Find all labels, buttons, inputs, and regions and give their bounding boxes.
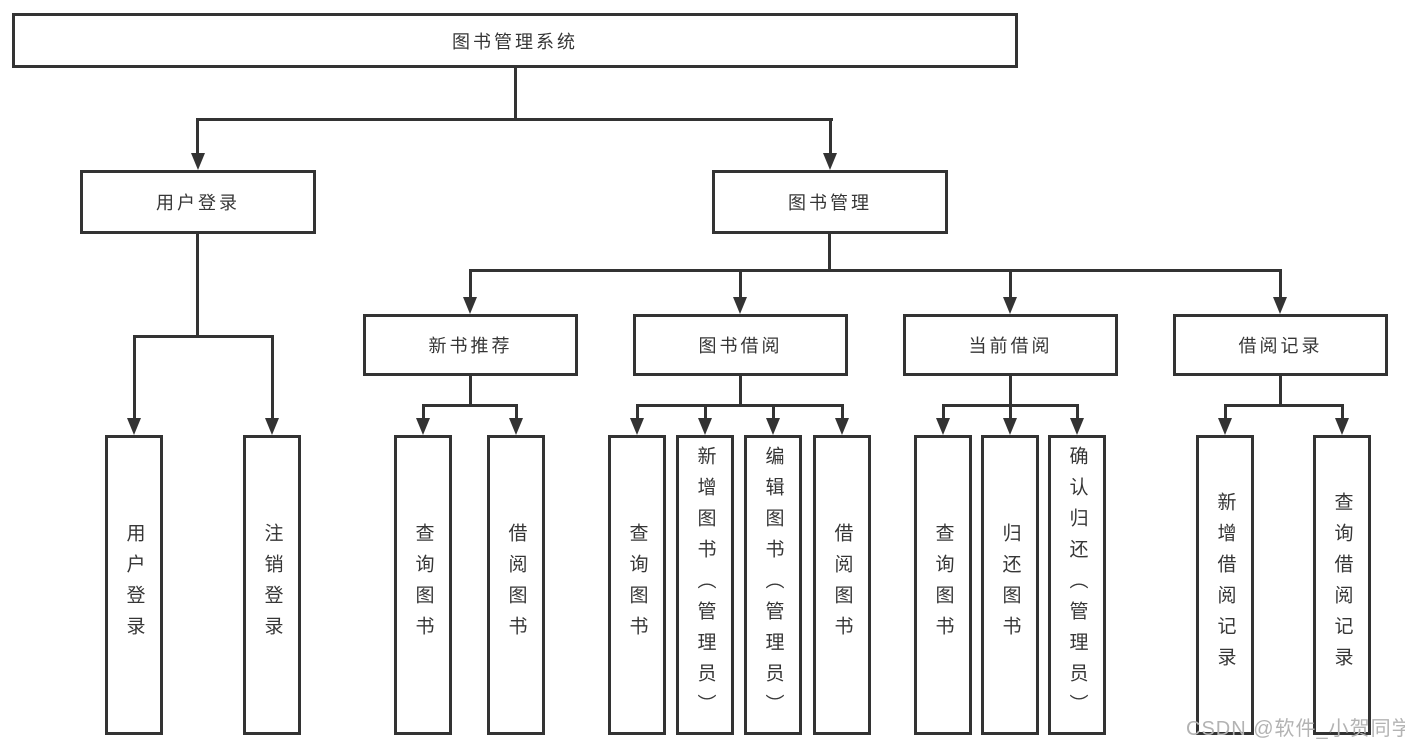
connector-record-drop-1 (1224, 404, 1227, 419)
connector-borrow-drop-1 (636, 404, 639, 419)
leaf-query-borrow-record-label: 查询借阅记录 (1331, 492, 1353, 678)
connector-user-login-stem (196, 234, 199, 338)
node-borrow-record-label: 借阅记录 (1238, 336, 1323, 356)
arrowhead-icon (1218, 418, 1232, 435)
node-user-login-label: 用户登录 (156, 193, 240, 213)
node-borrow-record: 借阅记录 (1173, 314, 1388, 376)
connector-book-mgmt-drop-3 (1009, 269, 1012, 299)
connector-user-login-drop-2 (271, 335, 274, 419)
leaf-borrow-book: 借阅图书 (813, 435, 871, 735)
connector-borrow-drop-4 (841, 404, 844, 419)
leaf-edit-book-admin-label: 编辑图书（管理员） (762, 445, 784, 725)
leaf-add-book-admin: 新增图书（管理员） (676, 435, 734, 735)
leaf-query-book-recommend-label: 查询图书 (412, 523, 434, 647)
node-book-borrow: 图书借阅 (633, 314, 848, 376)
connector-current-drop-3 (1076, 404, 1079, 419)
connector-book-mgmt-drop-1 (469, 269, 472, 299)
leaf-borrow-book-recommend-label: 借阅图书 (505, 523, 527, 647)
connector-root-drop-left (196, 118, 199, 155)
leaf-confirm-return-admin: 确认归还（管理员） (1048, 435, 1106, 735)
leaf-borrow-book-recommend: 借阅图书 (487, 435, 545, 735)
connector-record-stem (1279, 376, 1282, 407)
connector-current-drop-2 (1009, 404, 1012, 419)
arrowhead-icon (733, 297, 747, 314)
node-current-borrow-label: 当前借阅 (968, 336, 1053, 356)
arrowhead-icon (1273, 297, 1287, 314)
leaf-query-book-current: 查询图书 (914, 435, 972, 735)
node-user-login: 用户登录 (80, 170, 316, 234)
connector-book-mgmt-stem (828, 234, 831, 272)
connector-recommend-hbar (422, 404, 518, 407)
leaf-borrow-book-label: 借阅图书 (831, 523, 853, 647)
node-new-book-recommend: 新书推荐 (363, 314, 578, 376)
connector-book-mgmt-drop-4 (1279, 269, 1282, 299)
connector-book-mgmt-hbar (469, 269, 1282, 272)
arrowhead-icon (1070, 418, 1084, 435)
node-book-management: 图书管理 (712, 170, 948, 234)
connector-borrow-hbar (636, 404, 844, 407)
node-book-borrow-label: 图书借阅 (698, 336, 783, 356)
connector-recommend-stem (469, 376, 472, 407)
connector-borrow-drop-3 (772, 404, 775, 419)
arrowhead-icon (463, 297, 477, 314)
arrowhead-icon (265, 418, 279, 435)
leaf-query-borrow-record: 查询借阅记录 (1313, 435, 1371, 735)
leaf-user-login: 用户登录 (105, 435, 163, 735)
connector-borrow-stem (739, 376, 742, 407)
connector-current-stem (1009, 376, 1012, 407)
arrowhead-icon (630, 418, 644, 435)
arrowhead-icon (416, 418, 430, 435)
connector-recommend-drop-1 (422, 404, 425, 419)
connector-record-drop-2 (1341, 404, 1344, 419)
leaf-add-borrow-record: 新增借阅记录 (1196, 435, 1254, 735)
leaf-query-book-borrow-label: 查询图书 (626, 523, 648, 647)
leaf-query-book-borrow: 查询图书 (608, 435, 666, 735)
arrowhead-icon (191, 153, 205, 170)
connector-record-hbar (1224, 404, 1344, 407)
connector-root-hbar (196, 118, 833, 121)
connector-borrow-drop-2 (704, 404, 707, 419)
node-root-library-system: 图书管理系统 (12, 13, 1018, 68)
leaf-query-book-recommend: 查询图书 (394, 435, 452, 735)
leaf-confirm-return-admin-label: 确认归还（管理员） (1066, 445, 1088, 725)
connector-root-drop-right (829, 118, 832, 155)
connector-root-stem (514, 68, 517, 121)
connector-current-drop-1 (942, 404, 945, 419)
node-root-label: 图书管理系统 (452, 31, 578, 52)
arrowhead-icon (823, 153, 837, 170)
csdn-watermark: CSDN @软件_小贺同学 (1186, 718, 1405, 740)
arrowhead-icon (1335, 418, 1349, 435)
arrowhead-icon (1003, 297, 1017, 314)
leaf-edit-book-admin: 编辑图书（管理员） (744, 435, 802, 735)
leaf-return-book: 归还图书 (981, 435, 1039, 735)
connector-recommend-drop-2 (515, 404, 518, 419)
connector-user-login-hbar (133, 335, 274, 338)
arrowhead-icon (936, 418, 950, 435)
leaf-return-book-label: 归还图书 (999, 523, 1021, 647)
arrowhead-icon (835, 418, 849, 435)
connector-user-login-drop-1 (133, 335, 136, 419)
node-current-borrow: 当前借阅 (903, 314, 1118, 376)
arrowhead-icon (1003, 418, 1017, 435)
leaf-logout-label: 注销登录 (261, 523, 283, 647)
leaf-add-book-admin-label: 新增图书（管理员） (694, 445, 716, 725)
leaf-logout: 注销登录 (243, 435, 301, 735)
node-book-management-label: 图书管理 (788, 193, 872, 213)
arrowhead-icon (766, 418, 780, 435)
connector-book-mgmt-drop-2 (739, 269, 742, 299)
leaf-query-book-current-label: 查询图书 (932, 523, 954, 647)
arrowhead-icon (509, 418, 523, 435)
leaf-user-login-label: 用户登录 (123, 523, 145, 647)
arrowhead-icon (127, 418, 141, 435)
leaf-add-borrow-record-label: 新增借阅记录 (1214, 492, 1236, 678)
arrowhead-icon (698, 418, 712, 435)
node-new-book-recommend-label: 新书推荐 (428, 336, 513, 356)
